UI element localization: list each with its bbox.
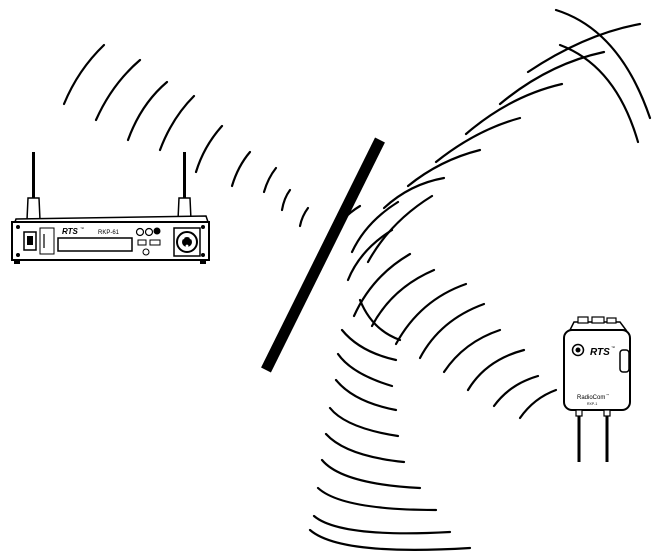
base-station: RTS ™ RKP-61	[11, 152, 210, 264]
base-station-model: RKP-61	[98, 230, 120, 236]
reflected-wave-arcs	[308, 228, 558, 551]
display-window	[57, 237, 133, 252]
right-antenna	[177, 152, 192, 221]
incoming-wave-arcs	[62, 43, 310, 228]
svg-text:™: ™	[611, 345, 615, 350]
reflecting-barrier	[261, 137, 385, 373]
beltpack-product-name: RadioCom	[577, 395, 605, 401]
beltpack-brand: RTS	[590, 347, 610, 358]
beltpack: RTS ™ RadioCom ™ RXP-1	[563, 316, 631, 462]
direct-wave-arcs	[326, 8, 652, 264]
base-station-brand: RTS	[62, 227, 79, 236]
belt-clip	[619, 349, 630, 373]
knob	[144, 227, 154, 237]
beltpack-antenna-right	[603, 409, 611, 462]
svg-text:™: ™	[606, 393, 609, 397]
knob	[153, 227, 161, 235]
svg-text:™: ™	[80, 226, 84, 231]
beltpack-model: RXP-1	[587, 402, 597, 406]
left-antenna	[26, 152, 41, 221]
knob	[135, 227, 145, 237]
beltpack-antenna-left	[575, 409, 583, 462]
